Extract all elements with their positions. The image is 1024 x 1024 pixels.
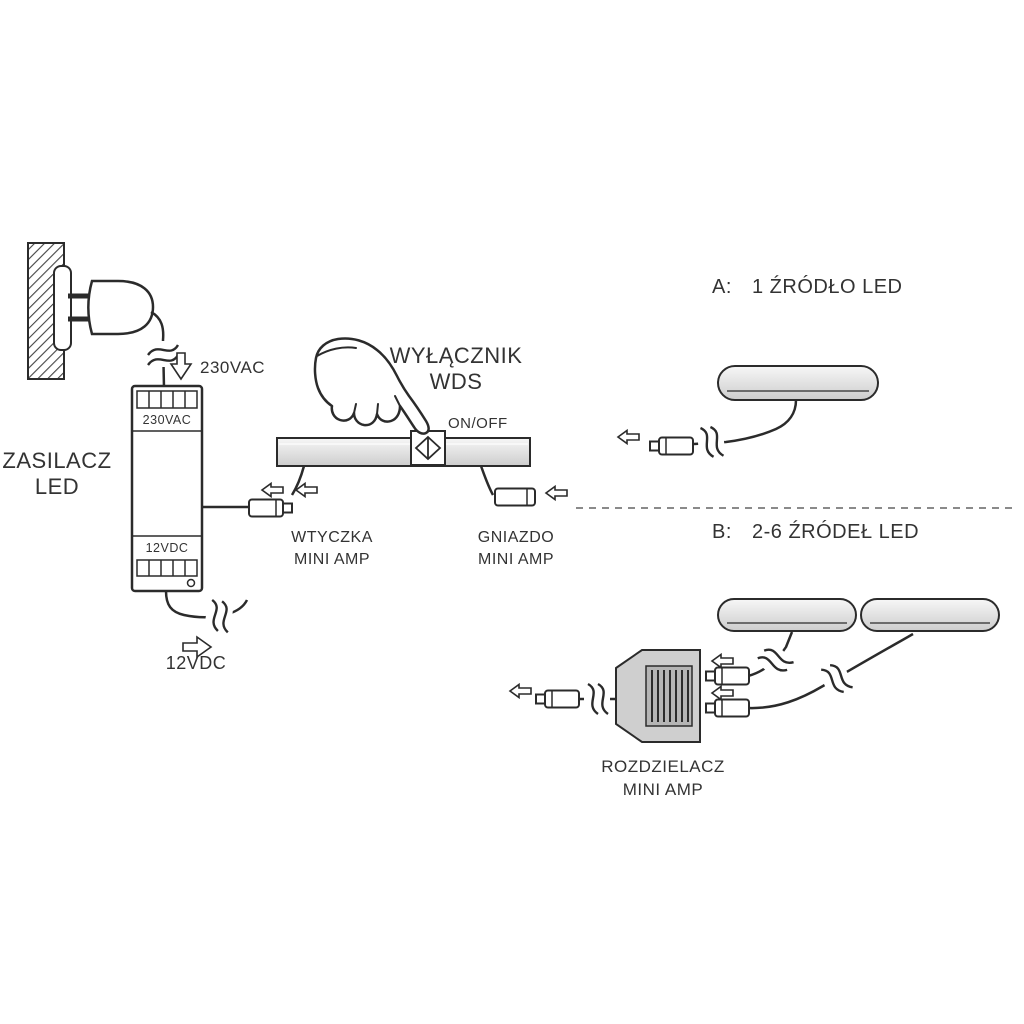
insert-arrow-icon — [261, 482, 284, 498]
mini-amp-plug-icon — [705, 666, 750, 686]
ac-voltage-label: 230VAC — [200, 358, 265, 377]
mini-amp-plug-icon — [649, 436, 694, 456]
dc-voltage-label: 12VDC — [166, 653, 227, 673]
psu-name-line1: ZASILACZ — [2, 448, 111, 473]
psu-name-line2: LED — [35, 474, 79, 499]
switch-bar — [276, 430, 531, 467]
splitter-label-line1: ROZDZIELACZ — [601, 757, 725, 776]
fixture-b2-wire — [747, 632, 914, 710]
led-fixture-b1 — [717, 598, 857, 632]
insert-arrow-icon — [617, 429, 640, 445]
mini-amp-plug-icon — [535, 689, 580, 709]
splitter-slot-lines — [651, 670, 689, 722]
mini-amp-splitter — [615, 649, 701, 743]
mini-amp-plug-icon — [248, 498, 293, 518]
switch-bar-body — [276, 437, 531, 467]
led-fixture-body — [717, 598, 857, 632]
hand-pointer — [313, 337, 430, 435]
switch-title-line2: WDS — [430, 369, 483, 394]
splitter-label-line2: MINI AMP — [623, 780, 704, 799]
led-fixture-body — [860, 598, 1000, 632]
mini-amp-plug-icon — [705, 698, 750, 718]
section-a-prefix: A: — [712, 276, 732, 298]
psu: 230VAC 12VDC — [130, 384, 204, 593]
bar-left-cord — [290, 465, 306, 496]
psu-terminal-bottom-dividers — [148, 560, 186, 576]
onoff-label: ON/OFF — [448, 415, 508, 432]
section-b-label: 2-6 ŹRÓDEŁ LED — [752, 520, 919, 543]
cable-break-icon — [144, 339, 182, 369]
insert-arrow-icon — [711, 653, 734, 669]
mains-plug — [68, 279, 155, 336]
mini-amp-socket-icon — [494, 487, 536, 507]
led-fixture-a — [717, 365, 879, 401]
hand-creases — [316, 346, 401, 415]
mains-cord — [150, 310, 166, 389]
section-b-prefix: B: — [712, 521, 732, 543]
led-fixture-b2 — [860, 598, 1000, 632]
insert-arrow-icon — [295, 482, 318, 498]
socket-label-line1: GNIAZDO — [478, 529, 554, 546]
plug-label-line2: MINI AMP — [294, 551, 370, 568]
psu-output-print: 12VDC — [146, 541, 189, 555]
plug-body — [87, 279, 155, 336]
bar-right-cord — [479, 465, 495, 496]
wall-outlet-plate — [53, 265, 72, 351]
cable-break-icon — [582, 680, 612, 718]
cable-break-icon — [752, 638, 798, 684]
insert-arrow-icon — [509, 683, 532, 699]
psu-screw — [186, 578, 196, 588]
psu-terminal-bottom — [136, 559, 198, 577]
switch-title-line1: WYŁĄCZNIK — [390, 343, 523, 368]
cable-break-icon — [695, 422, 727, 462]
cable-break-icon — [202, 596, 236, 636]
fixture-a-wire — [693, 399, 798, 446]
insert-arrow-icon — [545, 485, 568, 501]
wall — [27, 242, 72, 380]
insert-arrow-icon — [711, 685, 734, 701]
psu-terminal-top — [136, 390, 198, 409]
socket-label-line2: MINI AMP — [478, 551, 554, 568]
section-a-label: 1 ŹRÓDŁO LED — [752, 275, 902, 298]
cable-break-icon — [815, 656, 857, 702]
psu-input-print: 230VAC — [143, 413, 192, 427]
psu-terminal-top-dividers — [148, 391, 186, 408]
plug-label-line1: WTYCZKA — [291, 529, 373, 546]
led-fixture-body — [717, 365, 879, 401]
